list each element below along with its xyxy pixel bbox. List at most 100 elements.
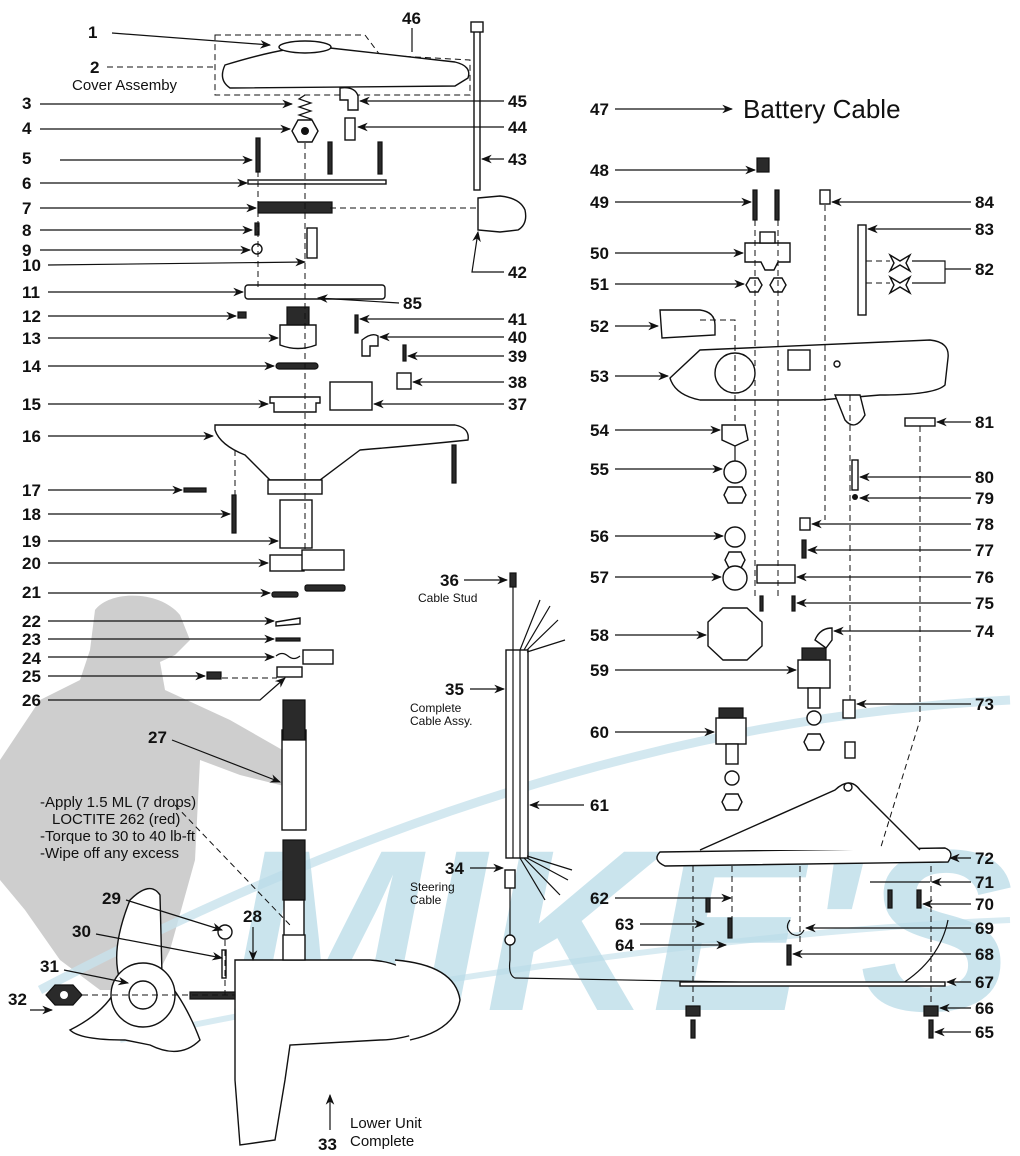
callout-84: 84 (975, 193, 994, 212)
screw-41 (354, 314, 359, 334)
battery-cable-label: Battery Cable (743, 94, 901, 124)
callout-10: 10 (22, 256, 41, 275)
screw-77 (801, 539, 807, 559)
callout-57: 57 (590, 568, 609, 587)
callout-62: 62 (590, 889, 609, 908)
screw-63 (705, 897, 711, 913)
switch-59-nut (803, 733, 825, 751)
elbow-74 (814, 627, 833, 649)
foot-66b (923, 1005, 939, 1017)
clip-9 (251, 243, 263, 255)
callout-21: 21 (22, 583, 41, 602)
bushing-73 (842, 699, 856, 719)
clip-82a (888, 253, 912, 273)
callout-47: 47 (590, 100, 609, 119)
callout-3: 3 (22, 94, 31, 113)
collar-26 (276, 666, 303, 678)
callout-59: 59 (590, 661, 609, 680)
knob-57 (722, 565, 748, 591)
foot-66a (685, 1005, 701, 1017)
pot-54 (721, 424, 749, 447)
gear-13a (286, 306, 310, 328)
pedal-base-hole (843, 782, 853, 792)
callout-19: 19 (22, 532, 41, 551)
callout-55: 55 (590, 460, 609, 479)
pedal-base (656, 847, 952, 867)
screw-64 (727, 917, 733, 939)
switch-59-terminals (801, 647, 827, 661)
bushing-15 (269, 396, 321, 413)
callout-77: 77 (975, 541, 994, 560)
callouts: 1 2 Cover Assemby 3 4 5 6 7 8 9 10 11 12… (8, 9, 994, 1154)
screw-5c (377, 141, 383, 175)
guide-dash-8 (174, 804, 291, 926)
tube-27 (281, 729, 307, 831)
bracket-76 (756, 564, 796, 584)
elbow-40 (361, 333, 379, 357)
cover-assembly-outline (214, 34, 471, 96)
collar-20b (301, 549, 345, 571)
callout-63: 63 (615, 915, 634, 934)
clamp-44 (344, 117, 356, 141)
callout-75: 75 (975, 594, 994, 613)
bearing-14 (275, 362, 319, 370)
gear-13b (279, 324, 317, 350)
pinion-10 (306, 227, 318, 259)
callout-60: 60 (590, 723, 609, 742)
callout-32: 32 (8, 990, 27, 1009)
note-line-3: -Torque to 30 to 40 lb-ft (40, 828, 196, 845)
screw-75b (791, 595, 796, 612)
cable-wires-top (519, 599, 566, 653)
callout-24: 24 (22, 649, 41, 668)
callout-85: 85 (403, 294, 422, 313)
callout-61: 61 (590, 796, 609, 815)
spring-80 (851, 459, 859, 491)
screw-16 (451, 444, 457, 484)
callout-38: 38 (508, 373, 527, 392)
knob-52 (659, 309, 716, 339)
rod-83 (857, 224, 867, 316)
callout-34: 34 (445, 859, 464, 878)
housing-window (787, 349, 811, 371)
screw-49b (774, 189, 780, 221)
nut-hole (301, 127, 309, 135)
callout-35: 35 (445, 680, 464, 699)
bearing-21b (304, 584, 346, 592)
callout-58: 58 (590, 626, 609, 645)
callout-68: 68 (975, 945, 994, 964)
cover (221, 46, 470, 89)
clamp-38 (396, 372, 412, 390)
tube-thread-top (282, 699, 306, 741)
washer-29 (217, 924, 233, 940)
callout-28: 28 (243, 907, 262, 926)
callout-83: 83 (975, 220, 994, 239)
callout-5: 5 (22, 149, 31, 168)
callout-64: 64 (615, 936, 634, 955)
callout-16: 16 (22, 427, 41, 446)
callout-12: 12 (22, 307, 41, 326)
callout-74: 74 (975, 622, 994, 641)
cable-stud-label: Cable Stud (418, 591, 477, 605)
callout-27: 27 (148, 728, 167, 747)
screw-70b (916, 889, 922, 909)
cable-wires-bottom (519, 855, 573, 901)
guide-dash-r6 (879, 426, 921, 851)
switch-59-ring (806, 710, 822, 726)
callout-31: 31 (40, 957, 59, 976)
callout-39: 39 (508, 347, 527, 366)
callout-48: 48 (590, 161, 609, 180)
tie-strap-head (470, 21, 484, 33)
callout-66: 66 (975, 999, 994, 1018)
callout-67: 67 (975, 973, 994, 992)
callout-49: 49 (590, 193, 609, 212)
steering-cable-ball (504, 934, 516, 946)
block-24b (302, 649, 334, 665)
clip-69 (786, 919, 805, 936)
screw-70a (887, 889, 893, 909)
lower-unit-nosecone (394, 959, 461, 1041)
cable-bundle (505, 649, 529, 859)
washer-23 (275, 637, 301, 642)
cover-assembly-label: Cover Assemby (72, 77, 178, 94)
callout-9: 9 (22, 241, 31, 260)
callout-69: 69 (975, 919, 994, 938)
